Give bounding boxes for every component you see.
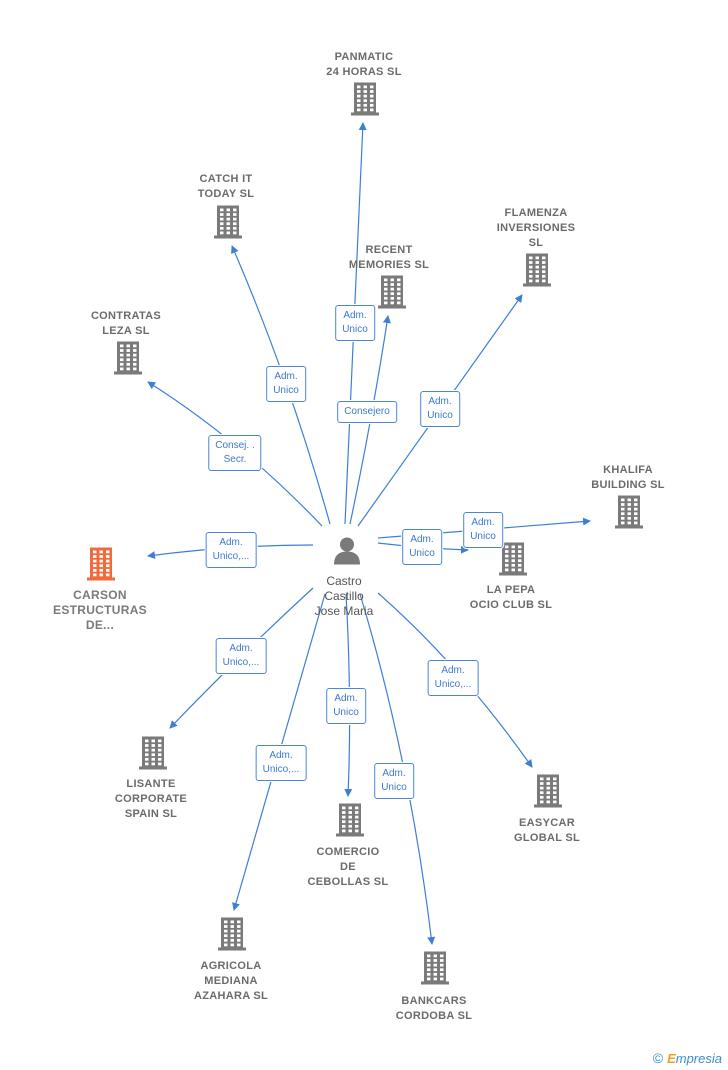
edge-role-label[interactable]: Adm. Unico,... — [255, 745, 307, 781]
building-icon[interactable] — [614, 494, 644, 535]
edge-role-label[interactable]: Adm. Unico — [420, 391, 460, 427]
building-icon[interactable] — [86, 546, 116, 587]
company-label-flamenza[interactable]: FLAMENZA INVERSIONES SL — [496, 207, 576, 249]
company-label-bankcars[interactable]: BANKCARS CORDOBA SL — [395, 995, 473, 1022]
person-name[interactable]: Castro Castillo Jose Maria — [314, 574, 374, 618]
building-icon[interactable] — [113, 340, 143, 381]
brand-name: mpresia — [675, 1051, 722, 1066]
edge-role-label[interactable]: Consejero — [337, 401, 397, 423]
edge-role-label[interactable]: Adm. Unico,... — [205, 532, 257, 568]
edge-role-label[interactable]: Adm. Unico,... — [215, 638, 267, 674]
building-icon[interactable] — [350, 81, 380, 122]
company-label-khalifa[interactable]: KHALIFA BUILDING SL — [591, 464, 665, 491]
building-icon[interactable] — [498, 541, 528, 582]
company-label-la-pepa[interactable]: LA PEPA OCIO CLUB SL — [469, 584, 553, 611]
person-icon[interactable] — [332, 536, 362, 571]
edge-role-label[interactable]: Adm. Unico — [335, 305, 375, 341]
building-icon[interactable] — [377, 274, 407, 315]
building-icon[interactable] — [533, 773, 563, 814]
building-icon[interactable] — [522, 252, 552, 293]
company-label-lisante[interactable]: LISANTE CORPORATE SPAIN SL — [114, 778, 188, 820]
edge-role-label[interactable]: Adm. Unico,... — [427, 660, 479, 696]
company-label-carson[interactable]: CARSON ESTRUCTURAS DE... — [53, 588, 147, 632]
building-icon[interactable] — [217, 916, 247, 957]
brand-logo: ©Empresia — [653, 1050, 722, 1066]
edge-role-label[interactable]: Adm. Unico — [463, 512, 503, 548]
company-label-recent-memories[interactable]: RECENT MEMORIES SL — [348, 244, 430, 271]
building-icon[interactable] — [213, 204, 243, 245]
company-label-panmatic[interactable]: PANMATIC 24 HORAS SL — [326, 51, 402, 78]
company-label-contratas-leza[interactable]: CONTRATAS LEZA SL — [90, 310, 162, 337]
edge-role-label[interactable]: Consej. . Secr. — [208, 435, 262, 471]
company-label-agricola[interactable]: AGRICOLA MEDIANA AZAHARA SL — [193, 960, 269, 1002]
building-icon[interactable] — [420, 950, 450, 991]
edge-role-label[interactable]: Adm. Unico — [326, 688, 366, 724]
company-label-comercio-cebollas[interactable]: COMERCIO DE CEBOLLAS SL — [307, 846, 389, 888]
building-icon[interactable] — [335, 802, 365, 843]
building-icon[interactable] — [138, 735, 168, 776]
edge-role-label[interactable]: Adm. Unico — [374, 763, 414, 799]
company-label-catch-it[interactable]: CATCH IT TODAY SL — [197, 173, 255, 200]
edge-role-label[interactable]: Adm. Unico — [266, 366, 306, 402]
edge-role-label[interactable]: Adm. Unico — [402, 529, 442, 565]
copyright-symbol: © — [652, 1050, 664, 1066]
company-label-easycar[interactable]: EASYCAR GLOBAL SL — [513, 817, 581, 844]
brand-initial: E — [667, 1051, 676, 1066]
